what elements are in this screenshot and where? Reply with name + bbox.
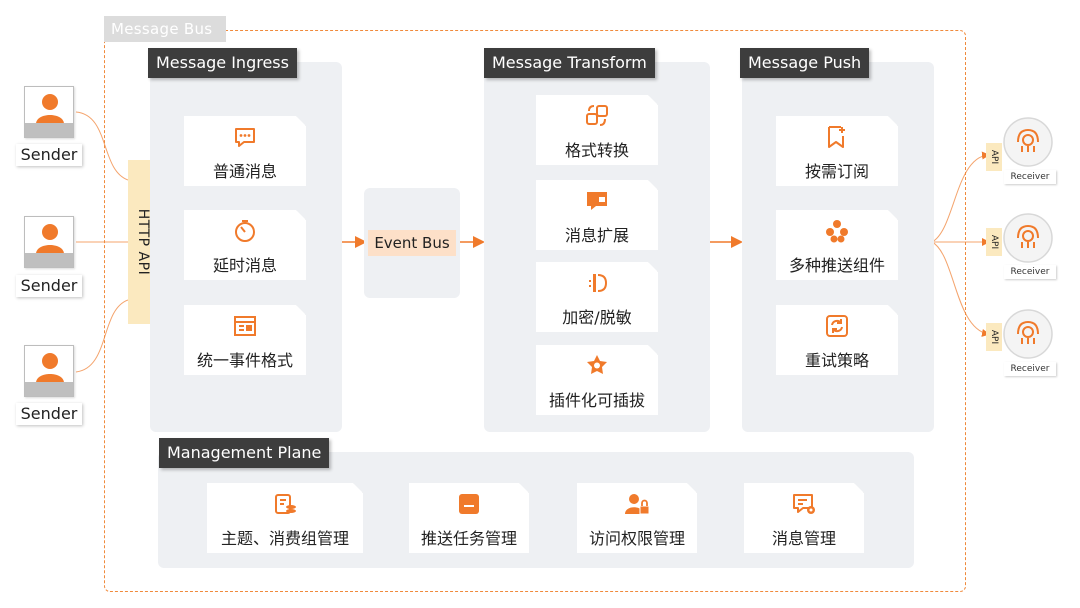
receiver-label: Receiver [1004, 265, 1056, 279]
sender-avatar [24, 216, 74, 268]
push-task-icon [456, 491, 482, 517]
transform-card-extend: 消息扩展 [536, 180, 658, 250]
ingress-card-format: 统一事件格式 [184, 305, 306, 375]
card-label: 格式转换 [564, 141, 629, 160]
receiver-label: Receiver [1004, 362, 1056, 376]
convert-icon [584, 103, 610, 129]
mgmt-card-message: 消息管理 [744, 483, 864, 553]
transform-card-convert: 格式转换 [536, 95, 658, 165]
card-label: 重试策略 [804, 351, 869, 370]
message-manage-icon [791, 491, 817, 517]
card-label: 访问权限管理 [588, 529, 685, 548]
message-extend-icon [584, 188, 610, 214]
push-card-subscribe: 按需订阅 [776, 116, 898, 186]
management-title: Management Plane [159, 438, 330, 468]
receiver-api-tag: API [986, 323, 1002, 351]
card-label: 推送任务管理 [420, 529, 517, 548]
http-api-label: HTTP API [135, 208, 151, 276]
user-icon [36, 353, 64, 383]
card-label: 插件化可插拔 [548, 391, 645, 410]
card-label: 普通消息 [212, 162, 277, 181]
mgmt-card-topic: 主题、消费组管理 [207, 483, 363, 553]
sender-label: Sender [16, 144, 82, 166]
retry-icon [824, 313, 850, 339]
transform-title: Message Transform [484, 48, 655, 78]
plugin-icon [584, 353, 610, 379]
card-label: 消息扩展 [564, 226, 629, 245]
message-bus-label: Message Bus [104, 16, 226, 42]
sender-label: Sender [16, 275, 82, 297]
receiver-line [931, 241, 990, 337]
card-label: 按需订阅 [804, 162, 869, 181]
card-label: 延时消息 [212, 256, 277, 275]
user-icon [36, 94, 64, 124]
api-label: API [989, 234, 999, 250]
topic-group-icon [272, 491, 298, 517]
ingress-card-delay: 延时消息 [184, 210, 306, 280]
receiver-line [931, 151, 990, 243]
push-card-components: 多种推送组件 [776, 210, 898, 280]
receiver-node-icon [1003, 117, 1053, 167]
receiver-node-icon [1003, 213, 1053, 263]
push-card-retry: 重试策略 [776, 305, 898, 375]
ingress-title: Message Ingress [148, 48, 297, 78]
api-label: API [989, 329, 999, 345]
transform-card-plugin: 插件化可插拔 [536, 345, 658, 415]
components-icon [824, 218, 850, 244]
sender-avatar [24, 86, 74, 138]
ingress-card-normal: 普通消息 [184, 116, 306, 186]
user-lock-icon [624, 491, 650, 517]
card-label: 加密/脱敏 [562, 308, 632, 327]
sender-label: Sender [16, 403, 82, 425]
timer-icon [232, 218, 258, 244]
receiver-label: Receiver [1004, 170, 1056, 184]
chat-bubble-icon [232, 124, 258, 150]
document-format-icon [232, 313, 258, 339]
card-label: 多种推送组件 [788, 256, 885, 275]
encrypt-icon [584, 270, 610, 296]
card-label: 消息管理 [771, 529, 836, 548]
receiver-api-tag: API [986, 143, 1002, 171]
sender-avatar [24, 345, 74, 397]
push-title: Message Push [740, 48, 870, 78]
card-label: 主题、消费组管理 [220, 529, 349, 548]
bookmark-add-icon [824, 124, 850, 150]
transform-card-encrypt: 加密/脱敏 [536, 262, 658, 332]
receiver-node-icon [1003, 309, 1053, 359]
card-label: 统一事件格式 [196, 351, 293, 370]
event-bus-label: Event Bus [368, 230, 456, 256]
api-label: API [989, 149, 999, 165]
user-icon [36, 224, 64, 254]
receiver-api-tag: API [986, 228, 1002, 256]
mgmt-card-push-task: 推送任务管理 [409, 483, 529, 553]
mgmt-card-access: 访问权限管理 [577, 483, 697, 553]
message-bus-border [104, 30, 966, 592]
